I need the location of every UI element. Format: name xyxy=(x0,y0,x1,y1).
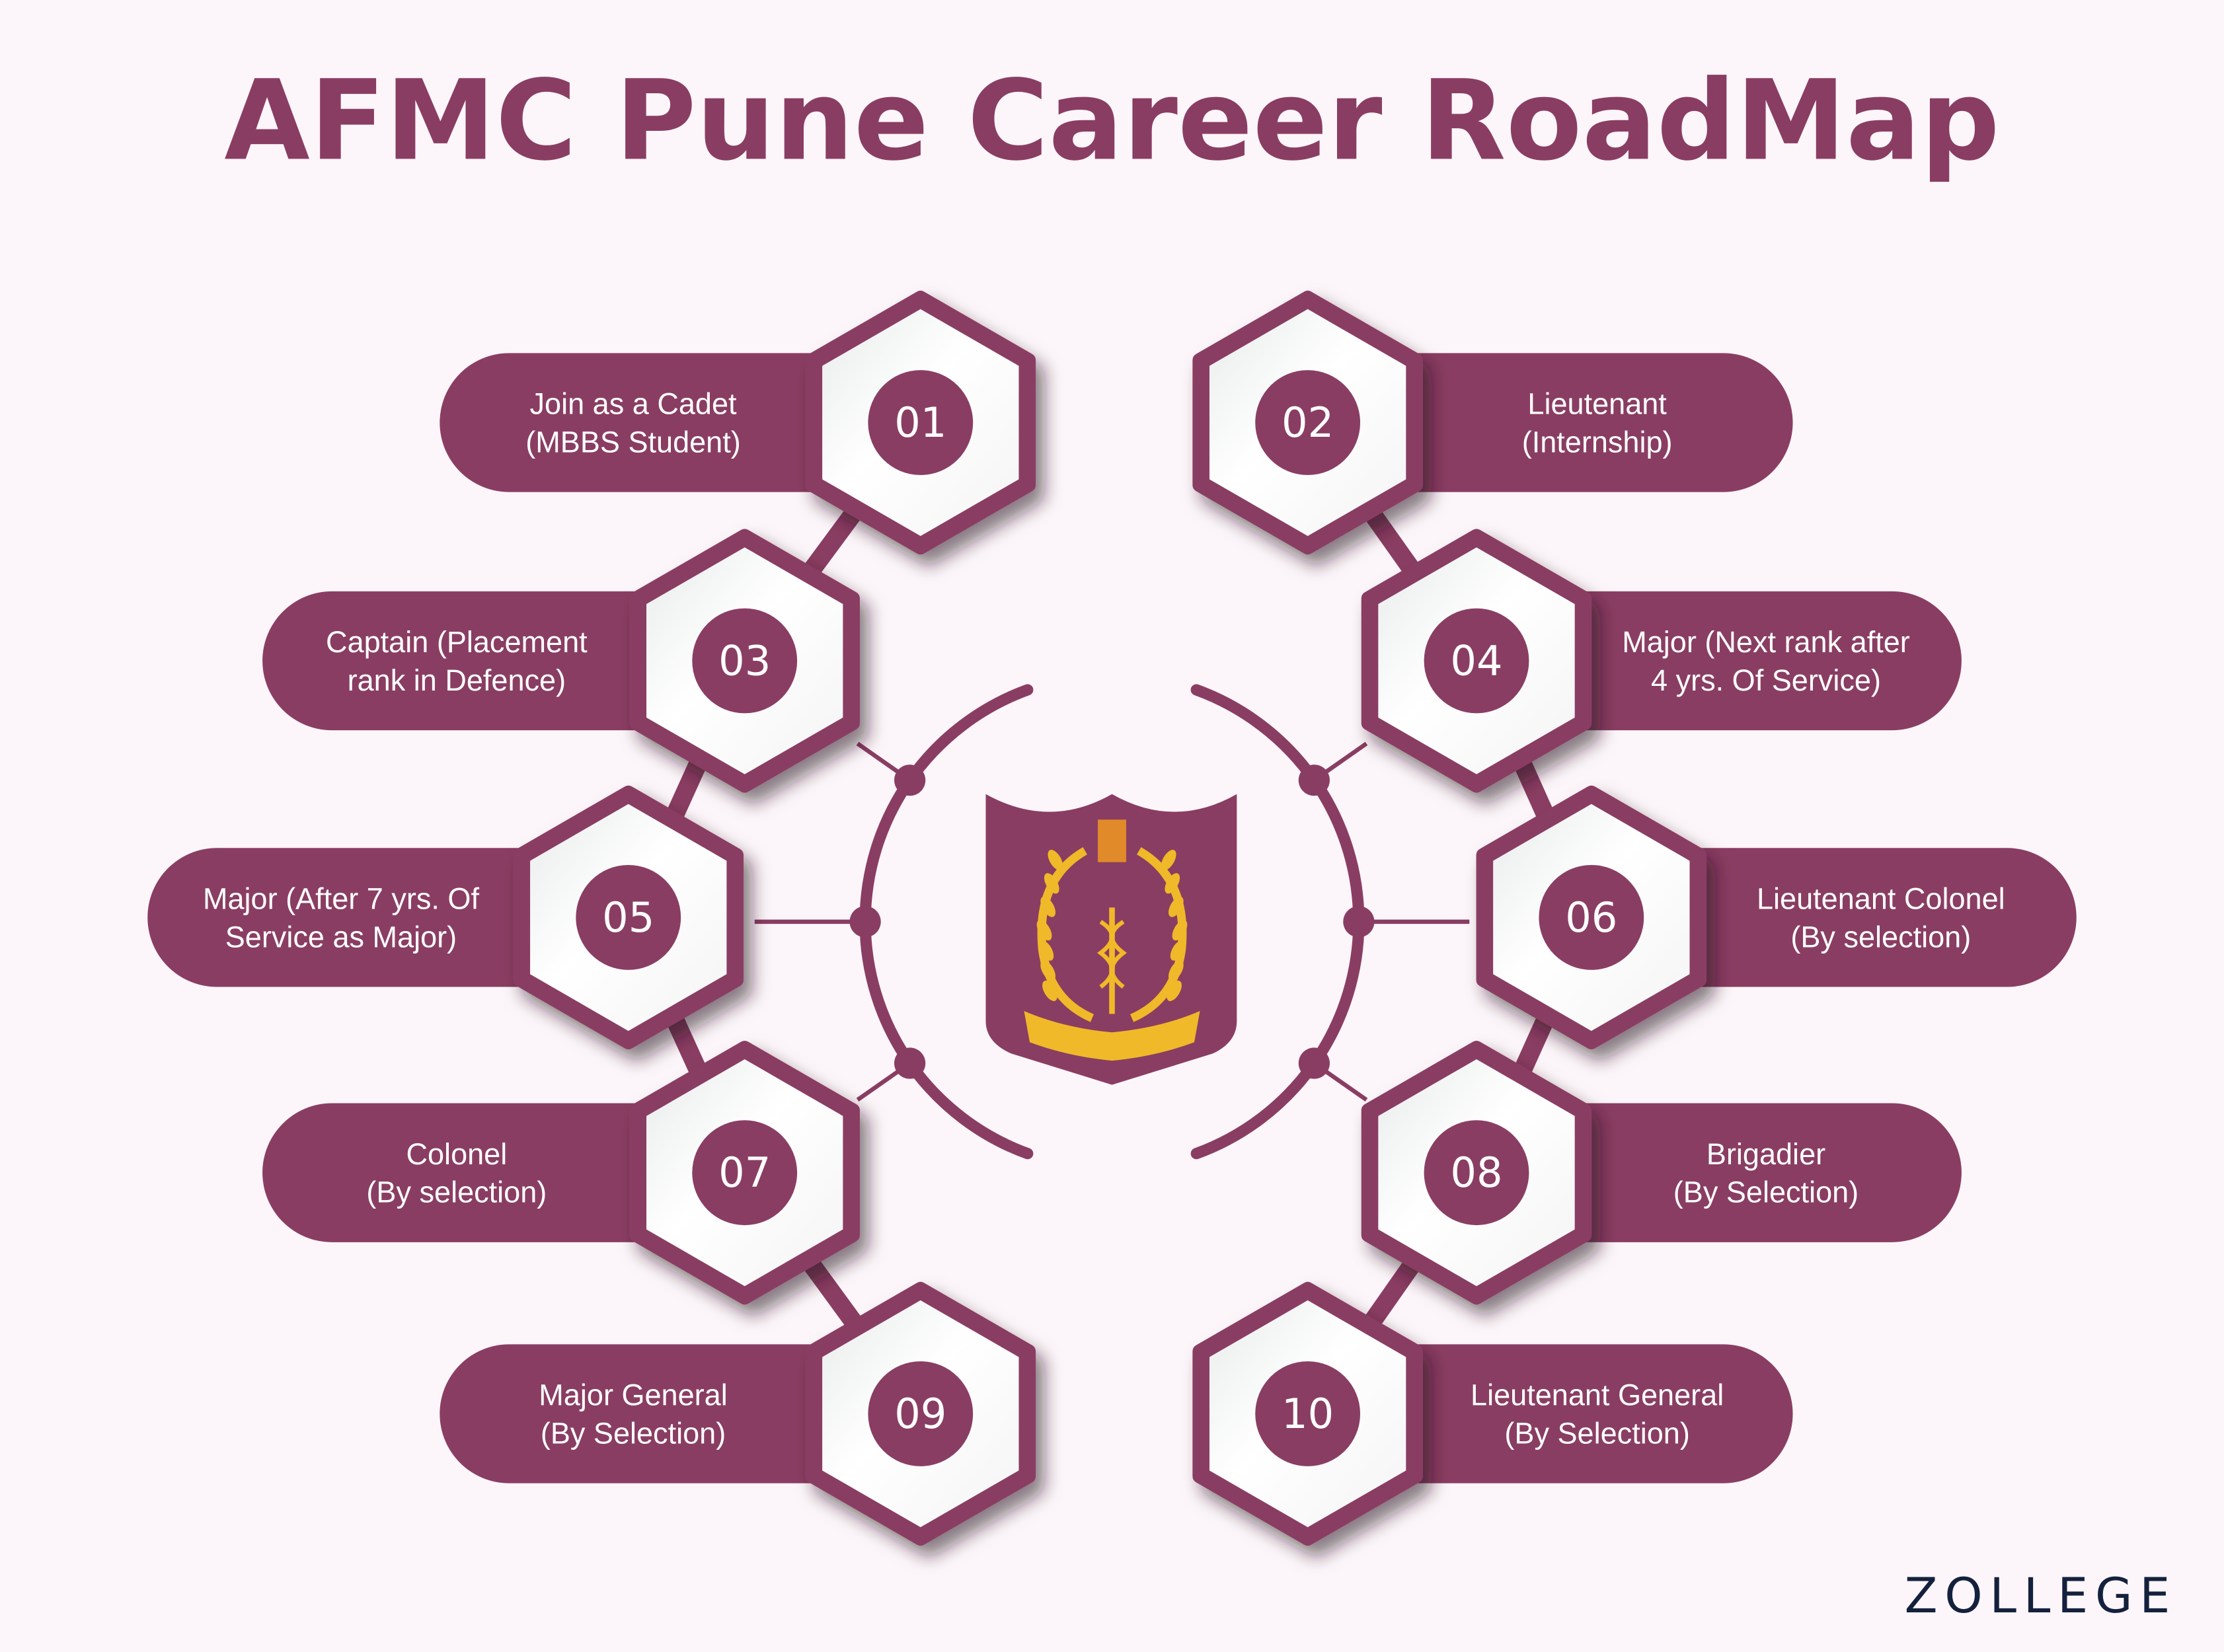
node-dot xyxy=(849,906,881,938)
wreath-leaf xyxy=(1168,960,1184,981)
step-label-line: (By Selection) xyxy=(541,1417,726,1450)
wreath-leaf xyxy=(1048,850,1063,870)
wreath-leaf xyxy=(1165,873,1180,894)
step-label-line: (Internship) xyxy=(1522,426,1673,459)
node-dot xyxy=(894,1047,926,1079)
step-04: 04 Major (Next rank after 4 yrs. Of Servic… xyxy=(1361,529,1962,793)
step-01: 01 Join as a Cadet (MBBS Student) xyxy=(440,290,1036,555)
step-label-line: (By Selection) xyxy=(1673,1176,1859,1209)
step-pill xyxy=(147,848,629,987)
step-number-badge xyxy=(692,1120,798,1226)
step-number: 06 xyxy=(1565,893,1617,942)
wreath-leaf xyxy=(1044,873,1059,894)
step-number-badge xyxy=(1424,608,1529,714)
step-09: 09 Major General (By Selection) xyxy=(440,1281,1036,1546)
caduceus-snakes xyxy=(1096,920,1128,989)
step-pill xyxy=(440,1344,921,1483)
step-pill xyxy=(1307,353,1793,492)
step-number: 04 xyxy=(1450,636,1502,685)
step-pill xyxy=(1476,591,1962,731)
wreath-leaf xyxy=(1167,980,1182,1001)
step-number: 08 xyxy=(1450,1148,1502,1197)
step-pill xyxy=(440,353,921,492)
wreath-leaf xyxy=(1040,960,1056,981)
wreath-leaf xyxy=(1038,940,1054,961)
step-number-badge xyxy=(576,865,681,970)
step-label-line: (By Selection) xyxy=(1504,1417,1689,1450)
step-label-line: rank in Defence) xyxy=(348,663,566,697)
step-07: 07 Colonel (By selection) xyxy=(262,1041,860,1305)
step-label-line: (MBBS Student) xyxy=(525,426,740,459)
step-label-line: Major (After 7 yrs. Of xyxy=(203,882,479,916)
step-pill xyxy=(262,591,745,731)
step-02: 02 Lieutenant (Internship) xyxy=(1192,290,1793,555)
step-label-line: Lieutenant General xyxy=(1471,1378,1724,1412)
center-hub xyxy=(754,684,1470,1160)
step-03: 03 Captain (Placement rank in Defence) xyxy=(262,529,860,793)
afmc-crest-icon xyxy=(985,794,1237,1085)
step-number-badge xyxy=(1255,370,1361,475)
brand-logo: ZOLLEGE xyxy=(1905,1568,2178,1624)
step-label-line: Lieutenant Colonel xyxy=(1757,882,2005,916)
node-dot xyxy=(894,765,926,796)
step-label-line: (By selection) xyxy=(366,1176,547,1209)
step-number-badge xyxy=(1539,865,1644,970)
step-10: 10 Lieutenant General (By Selection) xyxy=(1192,1281,1793,1546)
step-pill xyxy=(262,1103,745,1242)
lion-capital-icon xyxy=(1098,819,1126,862)
step-pill xyxy=(1591,848,2077,987)
step-label-line: (By selection) xyxy=(1790,920,1971,954)
wreath-leaf xyxy=(1172,920,1188,941)
step-number: 09 xyxy=(894,1390,946,1438)
step-label-line: Lieutenant xyxy=(1527,387,1667,421)
step-number: 05 xyxy=(602,893,654,942)
page-title: AFMC Pune Career RoadMap xyxy=(224,57,1999,185)
step-number-badge xyxy=(1255,1361,1361,1466)
step-number-badge xyxy=(692,608,798,714)
step-label-line: Colonel xyxy=(406,1137,507,1171)
wreath-leaf xyxy=(1042,980,1057,1001)
step-label-line: Service as Major) xyxy=(225,920,457,954)
step-number: 03 xyxy=(718,636,771,685)
step-number: 01 xyxy=(894,398,946,447)
wreath-leaf xyxy=(1040,896,1056,917)
node-dot xyxy=(1298,1047,1330,1079)
step-label-line: Join as a Cadet xyxy=(530,387,738,421)
step-number: 02 xyxy=(1282,398,1334,447)
step-pill xyxy=(1307,1344,1793,1483)
step-label-line: Major General xyxy=(539,1378,727,1412)
step-08: 08 Brigadier (By Selection) xyxy=(1361,1041,1962,1305)
step-number-badge xyxy=(1424,1120,1529,1226)
step-pill xyxy=(1476,1103,1962,1242)
step-number: 07 xyxy=(718,1148,771,1197)
step-label-line: 4 yrs. Of Service) xyxy=(1651,663,1881,697)
step-number: 10 xyxy=(1282,1390,1334,1438)
node-dot xyxy=(1298,765,1330,796)
step-label-line: Brigadier xyxy=(1706,1137,1825,1171)
step-06: 06 Lieutenant Colonel (By selection) xyxy=(1476,785,2077,1049)
step-label-line: Major (Next rank after xyxy=(1622,625,1910,659)
wreath-leaf xyxy=(1168,896,1184,917)
wreath-leaf xyxy=(1036,920,1052,941)
motto-scroll xyxy=(1024,1011,1200,1061)
step-number-badge xyxy=(868,1361,974,1466)
wreath-leaf xyxy=(1161,850,1176,870)
step-number-badge xyxy=(868,370,974,475)
step-05: 05 Major (After 7 yrs. Of Service as Major… xyxy=(147,785,744,1049)
node-dot xyxy=(1343,906,1375,938)
wreath-leaf xyxy=(1170,940,1186,961)
step-label-line: Captain (Placement xyxy=(326,625,588,659)
